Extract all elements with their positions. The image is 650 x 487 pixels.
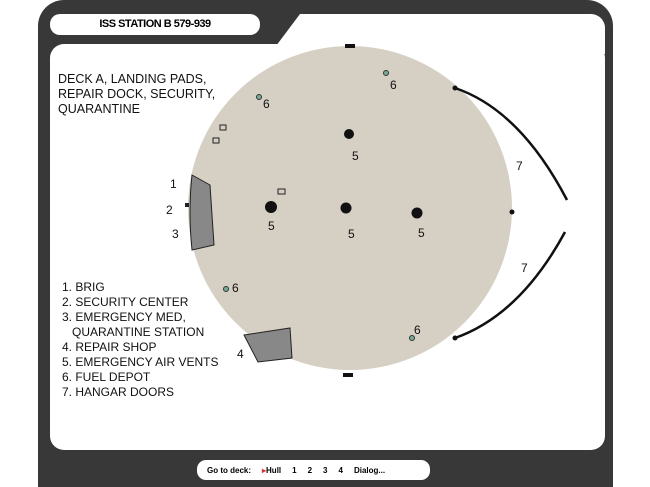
current-marker-icon: ▸ [262,465,267,475]
air-vent [265,201,277,213]
map-panel-top [270,14,605,54]
deck-navigation: Go to deck: ▸Hull 1 2 3 4 Dialog... [197,460,430,480]
svg-text:6: 6 [390,78,397,92]
nav-deck-1[interactable]: 1 [292,465,297,475]
heading-line: QUARANTINE [58,102,140,116]
air-vent [411,207,423,219]
heading-line: REPAIR DOCK, SECURITY, [58,87,216,101]
map-legend: 1. BRIG 2. SECURITY CENTER 3. EMERGENCY … [62,280,219,400]
fuel-depot [223,286,229,292]
svg-text:6: 6 [232,281,239,295]
nav-dialog[interactable]: Dialog... [353,465,386,475]
fuel-depot [383,70,389,76]
svg-text:1: 1 [170,177,177,191]
fuel-depot [256,94,262,100]
air-vent [344,129,354,139]
hangar-door-upper [454,86,569,201]
legend-item: 3. EMERGENCY MED, [62,310,186,324]
svg-text:5: 5 [352,149,359,163]
svg-text:7: 7 [521,261,528,275]
legend-item: 5. EMERGENCY AIR VENTS [62,355,219,369]
heading-line: DECK A, LANDING PADS, [58,72,207,86]
nav-deck-2[interactable]: 2 [307,465,313,475]
svg-text:5: 5 [268,219,275,233]
svg-text:3: 3 [172,227,179,241]
nav-hull[interactable]: ▸Hull [262,466,281,475]
fuel-depot [409,335,415,341]
nav-deck-4[interactable]: 4 [338,465,343,475]
legend-item: 4. REPAIR SHOP [62,340,157,354]
legend-item: 6. FUEL DEPOT [62,370,151,384]
hangar-door-lower [454,231,567,340]
top-marker [345,44,355,48]
legend-item: QUARANTINE STATION [62,325,205,339]
nav-deck-3[interactable]: 3 [323,465,328,475]
station-title: ISS STATION B 579-939 [50,14,260,35]
repair-shop-area [243,327,293,363]
svg-text:2: 2 [166,203,173,217]
svg-text:5: 5 [418,226,425,240]
svg-text:5: 5 [348,227,355,241]
svg-text:7: 7 [516,159,523,173]
bottom-marker [343,373,353,377]
svg-text:4: 4 [237,347,244,361]
brig-security-med-area [189,174,215,251]
legend-item: 7. HANGAR DOORS [62,385,175,399]
svg-text:6: 6 [414,323,421,337]
air-vent [340,202,352,214]
nav-hull-label: Hull [266,465,282,475]
legend-item: 1. BRIG [62,280,105,294]
nav-label: Go to deck: [207,465,252,475]
legend-item: 2. SECURITY CENTER [62,295,189,309]
svg-text:6: 6 [263,97,270,111]
deck-heading: DECK A, LANDING PADS, REPAIR DOCK, SECUR… [58,72,215,117]
